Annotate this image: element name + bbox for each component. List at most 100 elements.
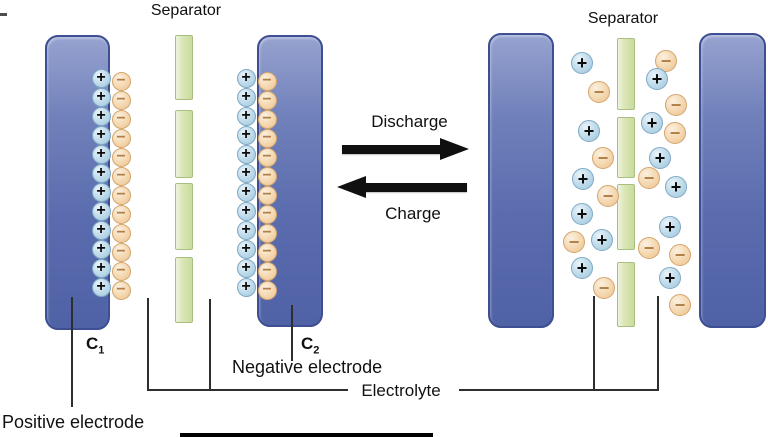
negative-ion: − [664, 122, 686, 144]
c2-subscript: 2 [313, 344, 320, 357]
separator-segment-left-2 [175, 110, 193, 178]
negative-electrode-label: Negative electrode [232, 357, 383, 377]
negative-ion: − [597, 185, 619, 207]
c1-symbol: C [86, 334, 99, 353]
positive-ion: + [236, 201, 256, 221]
positive-ion: + [591, 229, 613, 251]
negative-ion: − [257, 90, 277, 110]
positive-ion: + [236, 239, 256, 259]
separator-segment-right-3 [617, 184, 635, 250]
positive-ion: + [665, 176, 687, 198]
negative-ion: − [111, 166, 131, 186]
separator-segment-right-2 [617, 117, 635, 178]
positive-ion: + [236, 258, 256, 278]
negative-ion: − [257, 166, 277, 186]
positive-ion: + [659, 216, 681, 238]
separator-label-left: Separator [150, 2, 222, 19]
separator-label-right: Separator [587, 10, 659, 27]
discharge-arrow-shaft [342, 145, 442, 154]
negative-ion: − [257, 242, 277, 262]
negative-electrode-lead [291, 305, 293, 361]
negative-ion: − [669, 244, 691, 266]
positive-ion: + [641, 112, 663, 134]
negative-ion: − [638, 167, 660, 189]
positive-ion: + [236, 106, 256, 126]
positive-ion: + [91, 106, 111, 126]
positive-ion: + [571, 257, 593, 279]
separator-segment-left-1 [175, 35, 193, 100]
positive-ion: + [659, 267, 681, 289]
positive-ion: + [236, 182, 256, 202]
negative-ion: − [111, 109, 131, 129]
negative-ion: − [593, 277, 615, 299]
negative-ion: − [257, 71, 277, 91]
positive-ion: + [236, 220, 256, 240]
negative-ion: − [111, 242, 131, 262]
negative-ion: − [111, 128, 131, 148]
positive-ion: + [236, 125, 256, 145]
positive-ion: + [572, 168, 594, 190]
negative-ion: − [669, 294, 691, 316]
separator-segment-left-4 [175, 257, 193, 323]
positive-ion: + [91, 87, 111, 107]
positive-ion: + [91, 125, 111, 145]
positive-ion: + [571, 203, 593, 225]
positive-ion: + [571, 52, 593, 74]
negative-ion: − [111, 90, 131, 110]
discharged-left-electrode-bar [488, 33, 554, 328]
electrolyte-connector-right [459, 389, 659, 391]
c1-label: C1 [86, 334, 104, 356]
positive-ion: + [91, 258, 111, 278]
separator-segment-right-1 [617, 38, 635, 110]
charge-arrow-head [337, 176, 366, 198]
positive-ion: + [236, 68, 256, 88]
negative-ion: − [257, 128, 277, 148]
charge-label: Charge [385, 204, 441, 223]
positive-ion: + [236, 144, 256, 164]
negative-ion: − [111, 147, 131, 167]
negative-ion: − [111, 185, 131, 205]
positive-ion: + [236, 163, 256, 183]
negative-ion: − [665, 94, 687, 116]
electrolyte-label: Electrolyte [361, 381, 441, 400]
c1-subscript: 1 [98, 344, 105, 357]
negative-ion: − [111, 280, 131, 300]
discharged-right-electrode-bar [699, 33, 766, 328]
negative-ion: − [111, 71, 131, 91]
c2-symbol: C [301, 334, 314, 353]
negative-ion: − [563, 231, 585, 253]
discharge-arrow-head [440, 138, 469, 160]
negative-ion: − [257, 280, 277, 300]
negative-ion: − [588, 81, 610, 103]
electrolyte-lead-left-1 [147, 298, 149, 391]
positive-ion: + [91, 220, 111, 240]
corner-dash [0, 13, 7, 16]
negative-ion: − [655, 50, 677, 72]
negative-ion: − [111, 223, 131, 243]
bottom-bar [180, 433, 433, 437]
electrolyte-lead-left-2 [209, 299, 211, 391]
positive-ion: + [646, 68, 668, 90]
positive-ion: + [91, 182, 111, 202]
electrolyte-lead-right-2 [657, 296, 659, 391]
positive-ion: + [236, 277, 256, 297]
negative-ion: − [257, 223, 277, 243]
charge-arrow-shaft [365, 183, 467, 192]
negative-ion: − [111, 261, 131, 281]
positive-ion: + [91, 277, 111, 297]
positive-ion: + [578, 120, 600, 142]
negative-ion: − [257, 109, 277, 129]
negative-ion: − [257, 147, 277, 167]
positive-ion: + [649, 147, 671, 169]
negative-ion: − [257, 185, 277, 205]
positive-ion: + [91, 163, 111, 183]
positive-ion: + [91, 68, 111, 88]
negative-ion: − [638, 237, 660, 259]
c2-label: C2 [301, 334, 319, 356]
positive-ion: + [91, 201, 111, 221]
discharge-label: Discharge [371, 112, 448, 131]
electrolyte-lead-right-1 [593, 296, 595, 391]
positive-electrode-lead [71, 297, 73, 407]
positive-ion: + [236, 87, 256, 107]
